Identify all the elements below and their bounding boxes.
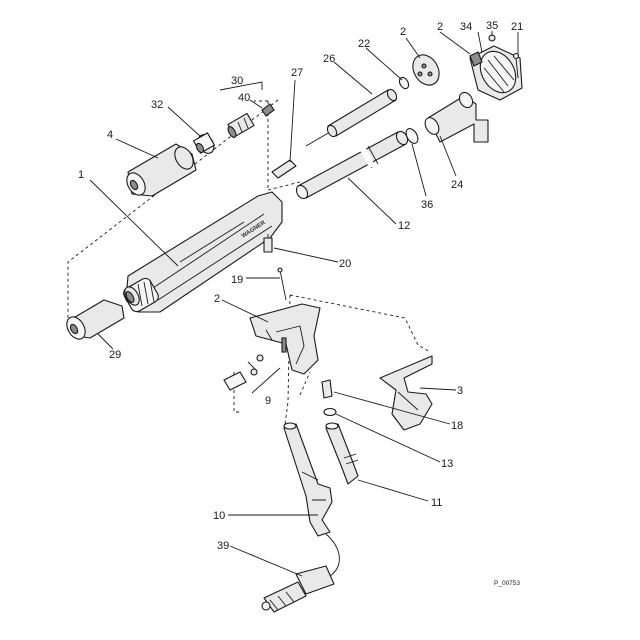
callout-21: 21 <box>511 21 523 33</box>
leader-lines <box>89 31 519 577</box>
callout-10: 10 <box>213 510 225 522</box>
front-sleeve-part-29 <box>66 299 125 340</box>
powder-tube-part-12 <box>295 130 409 200</box>
cable-part-39 <box>261 533 340 613</box>
callout-39: 39 <box>217 540 229 552</box>
cap-part-2-top <box>412 54 440 86</box>
handle-part-3 <box>379 355 433 431</box>
callout-26: 26 <box>323 53 335 65</box>
gun-body-part-1: WAGNER <box>123 191 283 313</box>
callout-13: 13 <box>441 458 453 470</box>
callout-35: 35 <box>486 20 498 32</box>
callout-30: 30 <box>231 75 243 87</box>
callout-27: 27 <box>291 67 303 79</box>
connector-part-32 <box>192 132 216 154</box>
callout-36: 36 <box>421 199 433 211</box>
fitting-part-20 <box>263 234 273 253</box>
callout-24: 24 <box>451 179 463 191</box>
callout-22: 22 <box>358 38 370 50</box>
reference-code: P_00753 <box>494 580 520 587</box>
screw-part-21 <box>512 52 520 79</box>
rear-connector-part-24 <box>424 91 489 143</box>
rod-part-19 <box>277 267 287 301</box>
callout-40: 40 <box>238 92 250 104</box>
fitting-part-18 <box>321 379 333 399</box>
callout-20: 20 <box>339 258 351 270</box>
handle-housing-part-2-middle <box>249 303 321 375</box>
callout-9: 9 <box>265 395 271 407</box>
callout-2-handle: 2 <box>214 293 220 305</box>
o-ring-part-13 <box>323 407 337 417</box>
assembly-guide-lines <box>67 99 431 433</box>
insert-part-11 <box>325 422 359 485</box>
callout-12: 12 <box>398 220 410 232</box>
electrode-part-26 <box>305 88 398 147</box>
callout-2-rear: 2 <box>437 21 443 33</box>
connector-part-30 <box>227 112 255 138</box>
callout-labels: 1 4 32 30 40 27 26 22 2 2 34 35 21 24 36… <box>78 20 523 587</box>
callout-18: 18 <box>451 420 463 432</box>
rear-cover-part-34 <box>469 45 523 101</box>
clip-part-40 <box>261 103 275 117</box>
callout-4: 4 <box>107 129 113 141</box>
trigger-parts-9 <box>223 354 264 391</box>
callout-2-top: 2 <box>400 26 406 38</box>
nozzle-part-4 <box>126 143 197 197</box>
callout-32: 32 <box>151 99 163 111</box>
callout-19: 19 <box>231 274 243 286</box>
hose-connector-part-10 <box>283 422 333 537</box>
callout-34: 34 <box>460 21 472 33</box>
callout-3: 3 <box>457 385 463 397</box>
callout-29: 29 <box>109 349 121 361</box>
callout-1: 1 <box>78 169 84 181</box>
callout-11: 11 <box>431 497 442 509</box>
pin-part-27 <box>271 159 297 179</box>
